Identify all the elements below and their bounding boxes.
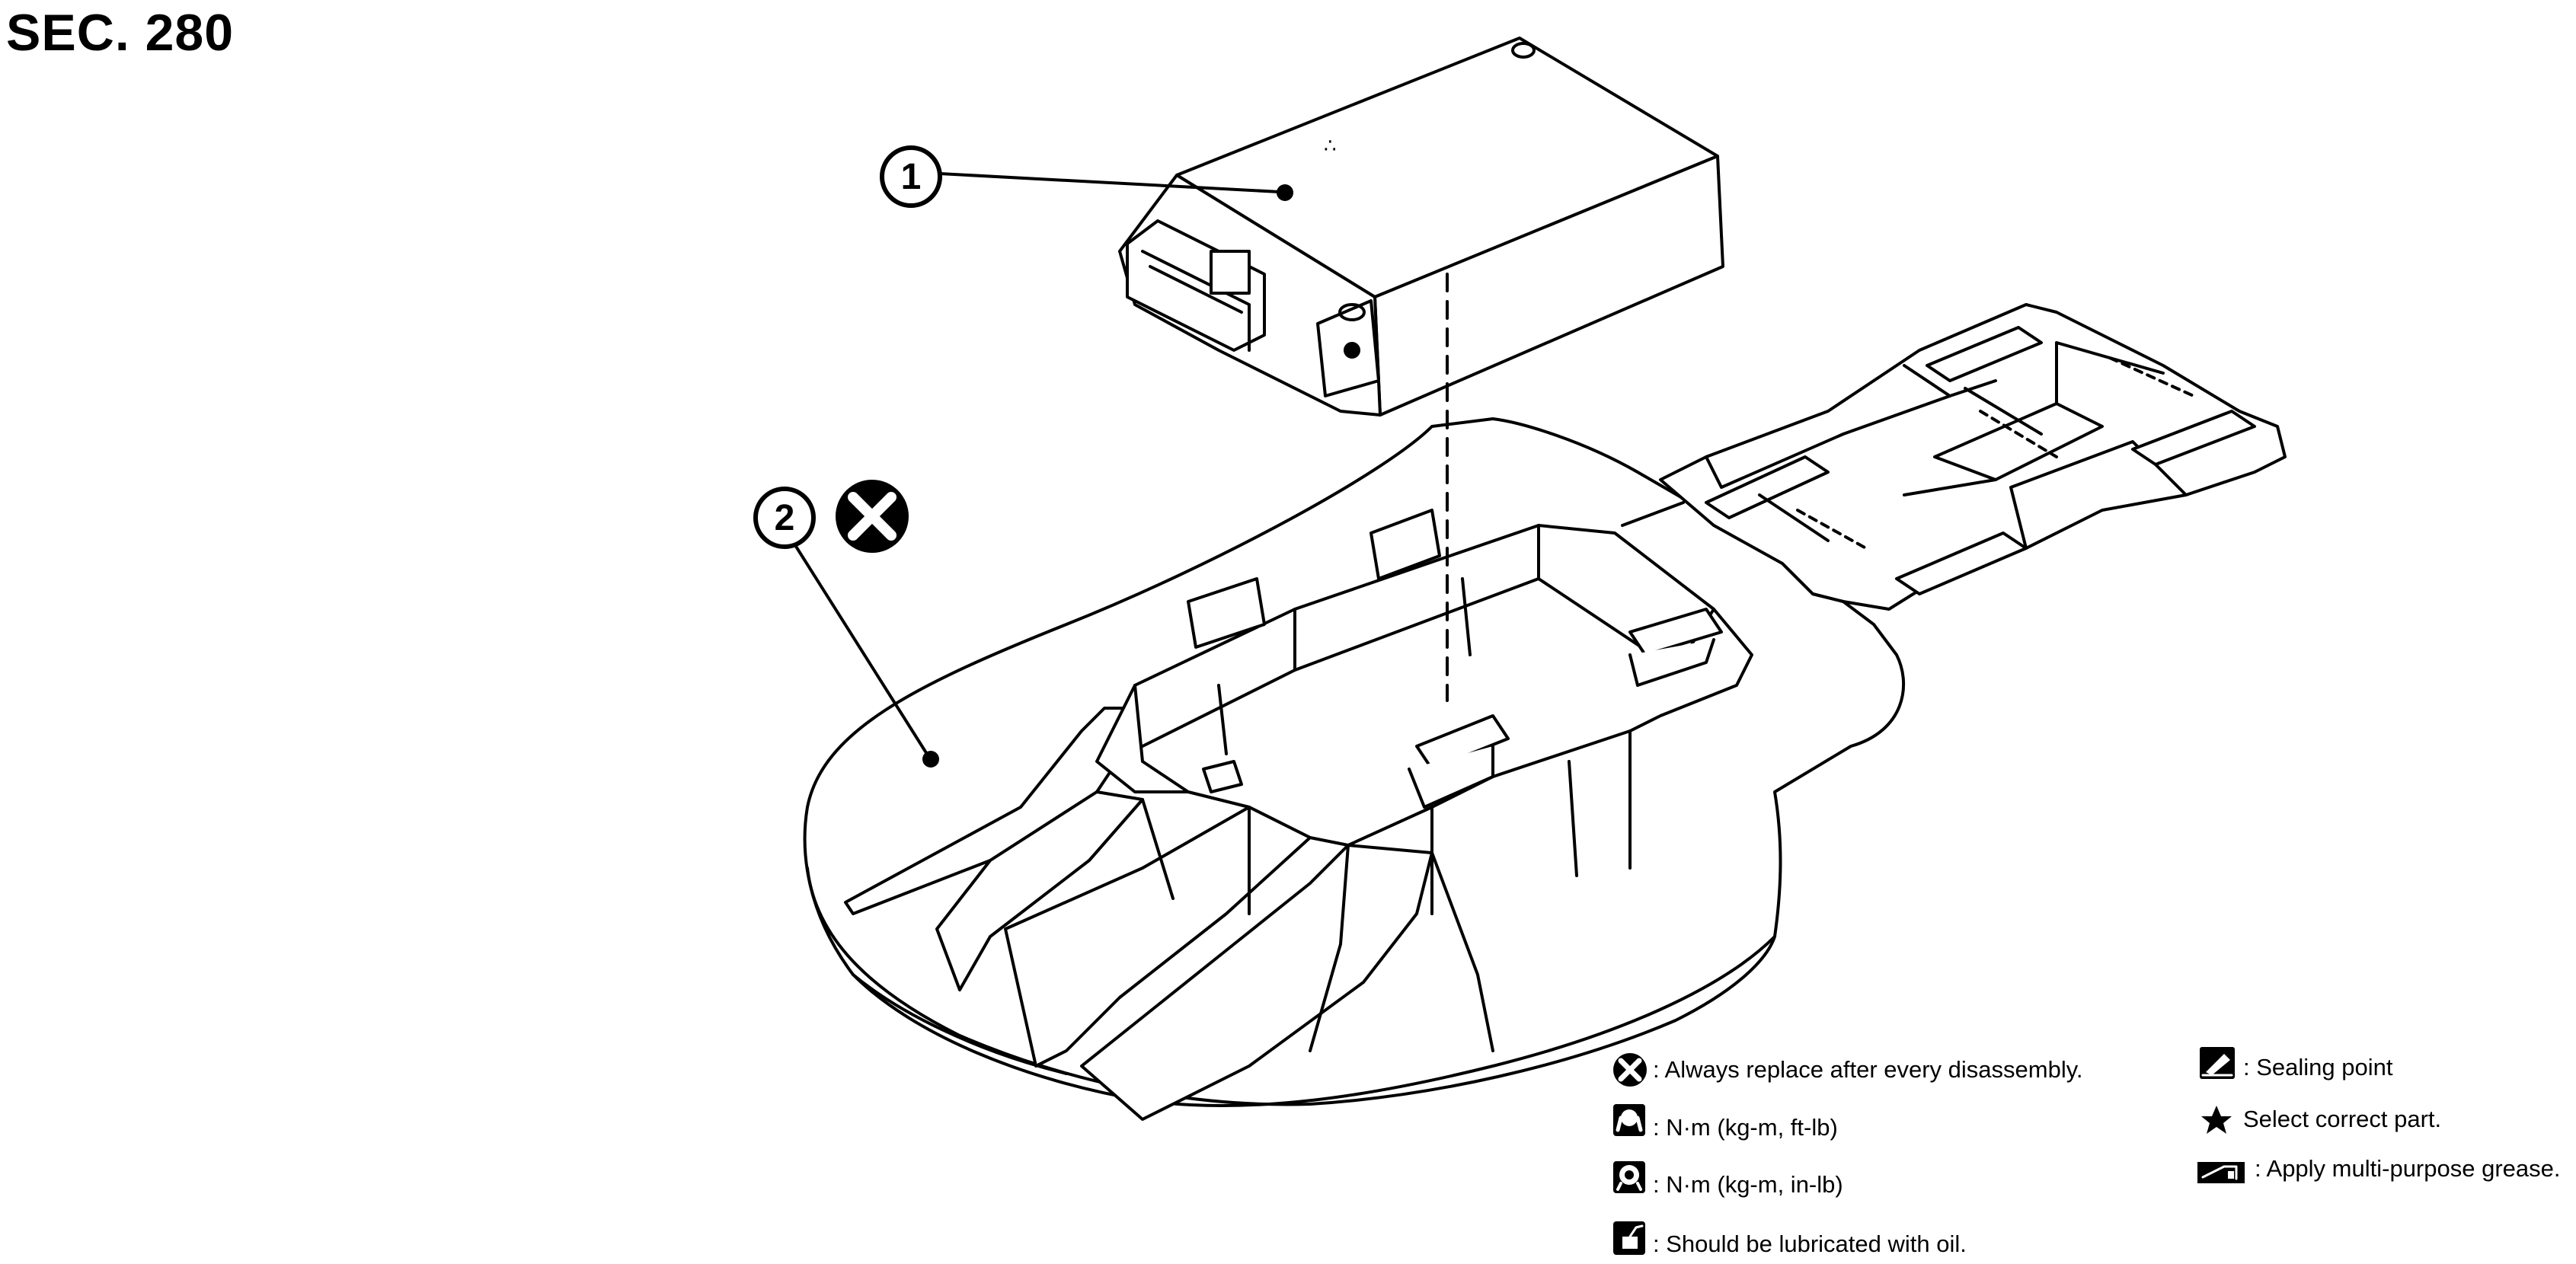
torque-in-lb-icon [1613, 1161, 1645, 1193]
legend-select-part: Select correct part. [2243, 1106, 2442, 1132]
oil-can-icon [1613, 1221, 1645, 1255]
legend-torque-in-lb: : N·m (kg-m, in-lb) [1653, 1171, 1843, 1198]
legend-torque-ft-lb: : N·m (kg-m, ft-lb) [1653, 1114, 1838, 1141]
grease-icon [2197, 1162, 2245, 1183]
star-icon [2201, 1106, 2232, 1134]
callout-2 [753, 480, 939, 768]
callout-2-number: 2 [775, 498, 795, 538]
legend-icons [1613, 1047, 2245, 1255]
torque-ft-lb-icon [1613, 1104, 1645, 1136]
part-1-control-unit: ∴ [1118, 37, 1724, 417]
part-2-bracket [803, 303, 2287, 1121]
always-replace-icon [1613, 1053, 1647, 1087]
legend-always-replace: : Always replace after every disassembly… [1653, 1056, 2083, 1083]
sealing-point-icon [2200, 1047, 2235, 1079]
svg-text:∴: ∴ [1324, 135, 1337, 158]
legend-sealing-point: : Sealing point [2243, 1054, 2393, 1080]
callout-1 [880, 145, 1281, 208]
legend-lubricate-oil: : Should be lubricated with oil. [1653, 1230, 1967, 1257]
callout-1-number: 1 [901, 157, 922, 197]
legend-multi-purpose-grease: : Apply multi-purpose grease. [2255, 1155, 2561, 1182]
section-title: SEC. 280 [6, 4, 235, 62]
